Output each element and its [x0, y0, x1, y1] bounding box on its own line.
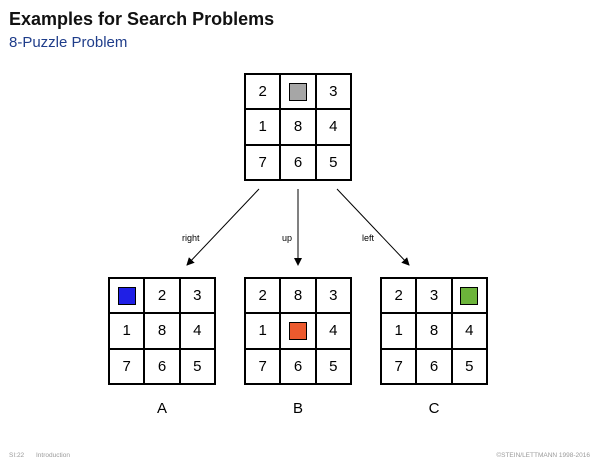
cell: 7 — [245, 348, 281, 384]
arrow-left — [336, 188, 410, 266]
cell: 3 — [315, 74, 351, 110]
slide-title: Examples for Search Problems — [9, 9, 275, 29]
cell: 3 — [179, 278, 215, 314]
cell: 7 — [245, 144, 281, 180]
cell: 5 — [315, 348, 351, 384]
cell: 4 — [315, 313, 351, 349]
footer-section: Introduction — [36, 452, 70, 459]
cell: 1 — [245, 109, 281, 145]
blank-cell — [451, 278, 487, 314]
cell: 8 — [416, 313, 452, 349]
cell: 7 — [109, 348, 145, 384]
blank-tile — [288, 82, 307, 101]
board-c: 2 3 1 8 4 7 6 5 — [380, 277, 488, 385]
cell: 4 — [179, 313, 215, 349]
cell: 3 — [315, 278, 351, 314]
cell: 4 — [451, 313, 487, 349]
move-label-up: up — [282, 233, 293, 243]
blank-cell — [109, 278, 145, 314]
slide-subtitle: 8-Puzzle Problem — [9, 34, 128, 51]
board-label-b: B — [292, 400, 303, 417]
cell: 1 — [245, 313, 281, 349]
cell: 5 — [451, 348, 487, 384]
cell: 2 — [381, 278, 417, 314]
cell: 6 — [144, 348, 180, 384]
cell: 5 — [315, 144, 351, 180]
board-initial: 2 3 1 8 4 7 6 5 — [244, 73, 352, 181]
board-b: 2 8 3 1 4 7 6 5 — [244, 277, 352, 385]
cell: 8 — [280, 109, 316, 145]
blank-cell — [280, 313, 316, 349]
cell: 4 — [315, 109, 351, 145]
blank-tile — [117, 286, 136, 305]
cell: 7 — [381, 348, 417, 384]
cell: 2 — [245, 278, 281, 314]
board-label-c: C — [428, 400, 440, 417]
board-a: 2 3 1 8 4 7 6 5 — [108, 277, 216, 385]
move-label-right: right — [182, 233, 200, 243]
cell: 5 — [179, 348, 215, 384]
move-label-left: left — [362, 233, 375, 243]
cell: 8 — [144, 313, 180, 349]
cell: 1 — [381, 313, 417, 349]
blank-tile — [460, 286, 479, 305]
board-label-a: A — [156, 400, 167, 417]
arrow-right — [186, 188, 260, 266]
blank-tile — [288, 321, 307, 340]
blank-cell — [280, 74, 316, 110]
cell: 3 — [416, 278, 452, 314]
cell: 6 — [280, 144, 316, 180]
cell: 2 — [144, 278, 180, 314]
cell: 2 — [245, 74, 281, 110]
cell: 6 — [280, 348, 316, 384]
cell: 1 — [109, 313, 145, 349]
footer-page: SI:22 — [9, 452, 25, 459]
footer-copyright: ©STEIN/LETTMANN 1998-2016 — [496, 452, 590, 459]
cell: 6 — [416, 348, 452, 384]
cell: 8 — [280, 278, 316, 314]
